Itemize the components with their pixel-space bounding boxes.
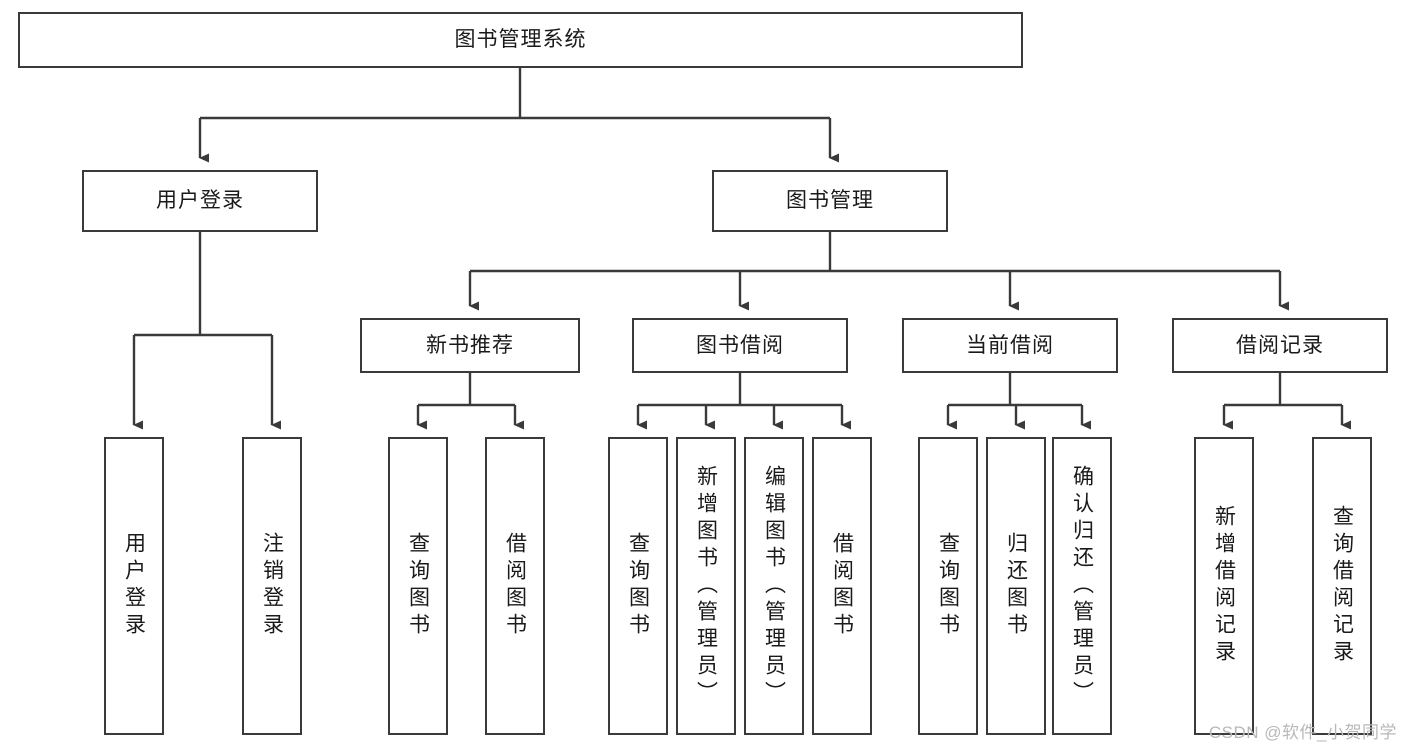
leaf-borrow-book-new[interactable]: 借阅图书: [485, 437, 545, 735]
leaf-query-book-current[interactable]: 查询图书: [918, 437, 978, 735]
leaf-logout-label: 注销登录: [260, 532, 284, 640]
leaf-query-borrow-record[interactable]: 查询借阅记录: [1312, 437, 1372, 735]
leaf-user-login-label: 用户登录: [122, 532, 146, 640]
leaf-return-book-label: 归还图书: [1004, 532, 1028, 640]
node-book-management[interactable]: 图书管理: [712, 170, 948, 232]
node-book-borrow-label: 图书借阅: [696, 333, 784, 357]
leaf-query-book-current-label: 查询图书: [936, 532, 960, 640]
node-user-login-label: 用户登录: [156, 189, 244, 213]
leaf-borrow-book[interactable]: 借阅图书: [812, 437, 872, 735]
leaf-logout[interactable]: 注销登录: [242, 437, 302, 735]
leaf-add-borrow-record-label: 新增借阅记录: [1212, 505, 1236, 667]
node-new-book-recommend-label: 新书推荐: [426, 333, 514, 357]
node-root-label: 图书管理系统: [454, 28, 587, 52]
leaf-add-book-admin-label: 新增图书（管理员）: [694, 464, 718, 708]
leaf-query-book-new-label: 查询图书: [406, 532, 430, 640]
node-book-management-label: 图书管理: [786, 189, 874, 213]
leaf-edit-book-admin-label: 编辑图书（管理员）: [762, 464, 786, 708]
node-borrow-records-label: 借阅记录: [1236, 333, 1324, 357]
leaf-query-book-new[interactable]: 查询图书: [388, 437, 448, 735]
leaf-borrow-book-new-label: 借阅图书: [503, 532, 527, 640]
leaf-add-borrow-record[interactable]: 新增借阅记录: [1194, 437, 1254, 735]
leaf-query-borrow-record-label: 查询借阅记录: [1330, 505, 1354, 667]
node-current-borrow[interactable]: 当前借阅: [902, 318, 1118, 373]
node-user-login[interactable]: 用户登录: [82, 170, 318, 232]
leaf-query-book-borrow-label: 查询图书: [626, 532, 650, 640]
watermark-text: CSDN @软件_小贺同学: [1208, 723, 1397, 742]
leaf-return-book[interactable]: 归还图书: [986, 437, 1046, 735]
node-root[interactable]: 图书管理系统: [18, 12, 1023, 68]
leaf-confirm-return-admin[interactable]: 确认归还（管理员）: [1052, 437, 1112, 735]
leaf-edit-book-admin[interactable]: 编辑图书（管理员）: [744, 437, 804, 735]
node-borrow-records[interactable]: 借阅记录: [1172, 318, 1388, 373]
leaf-borrow-book-label: 借阅图书: [830, 532, 854, 640]
node-current-borrow-label: 当前借阅: [966, 333, 1054, 357]
node-new-book-recommend[interactable]: 新书推荐: [360, 318, 580, 373]
leaf-add-book-admin[interactable]: 新增图书（管理员）: [676, 437, 736, 735]
leaf-confirm-return-admin-label: 确认归还（管理员）: [1070, 464, 1094, 708]
leaf-query-book-borrow[interactable]: 查询图书: [608, 437, 668, 735]
node-book-borrow[interactable]: 图书借阅: [632, 318, 848, 373]
leaf-user-login[interactable]: 用户登录: [104, 437, 164, 735]
